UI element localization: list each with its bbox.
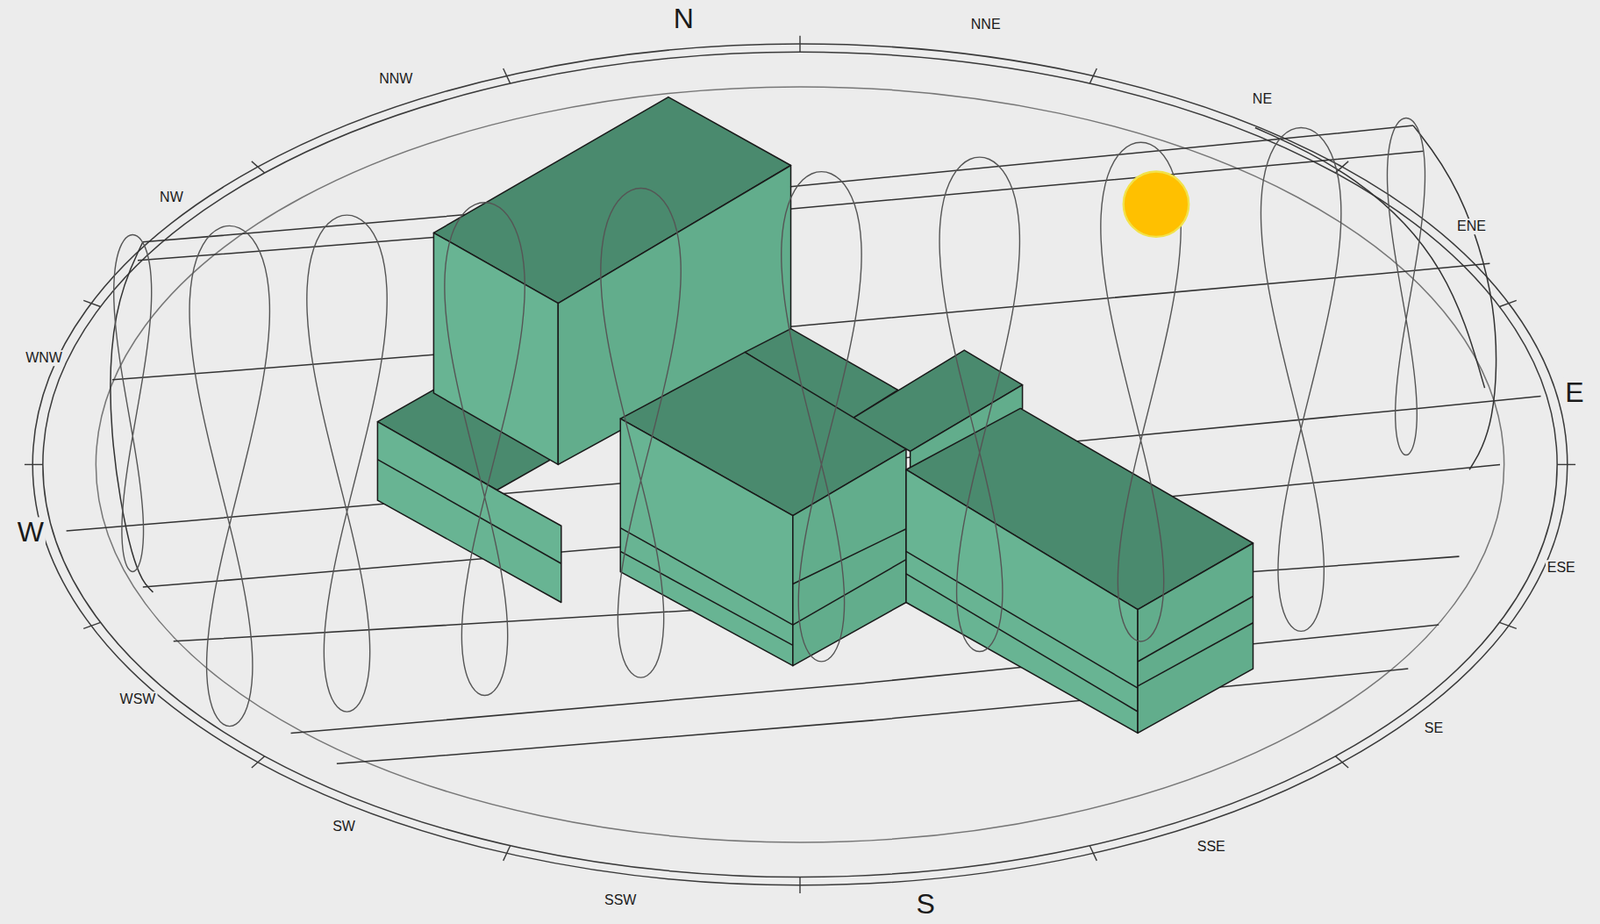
compass-label: N (671, 3, 696, 35)
analemma-loops (114, 118, 1426, 727)
horizon-rings (32, 43, 1568, 886)
compass-label: E (1563, 377, 1586, 408)
compass-ticks (24, 35, 1576, 893)
facade (792, 449, 907, 666)
facade (906, 469, 1138, 733)
compass-label: WSW (118, 691, 158, 708)
compass-tick (503, 68, 511, 84)
compass-tick (251, 756, 265, 768)
compass-label: NNW (377, 71, 415, 87)
sun-path-line (291, 624, 1440, 733)
analemma-loop (114, 235, 152, 572)
sun (1123, 171, 1189, 236)
compass-tick (1557, 464, 1576, 465)
analemma-loop (444, 202, 525, 696)
compass-tick (1499, 621, 1516, 629)
compass-label: WNW (23, 350, 65, 367)
sun-path-cap (1255, 127, 1486, 388)
compass-tick (799, 35, 800, 53)
analemma-loop (600, 187, 681, 678)
compass-label: W (15, 517, 46, 549)
horizon-ring (42, 51, 1558, 877)
compass-tick (1499, 300, 1516, 307)
compass-tick (503, 845, 511, 861)
analemma-loop (781, 171, 862, 662)
compass-label: S (914, 888, 936, 920)
floor-line (906, 573, 1138, 712)
building-massing (377, 97, 1253, 734)
floor-line (1137, 622, 1253, 686)
facade (1137, 542, 1253, 733)
compass-label: NE (1250, 91, 1274, 108)
floor-line (620, 550, 793, 645)
facade (433, 232, 558, 465)
compass-tick (1335, 756, 1349, 768)
compass-label: SSW (602, 892, 638, 908)
floor-line (377, 459, 561, 565)
compass-label: NNE (969, 16, 1003, 33)
floor-line (792, 528, 907, 585)
sun-path-cap (1413, 125, 1496, 470)
sun-path-bands (66, 125, 1542, 764)
compass-tick (24, 464, 43, 465)
facade (620, 418, 793, 666)
compass-label: ESE (1545, 559, 1578, 576)
compass-tick (1089, 68, 1097, 84)
compass-label: SE (1422, 720, 1445, 736)
compass-label: SW (330, 819, 358, 836)
analemma-loop (939, 157, 1020, 651)
compass-tick (83, 621, 100, 629)
horizon-ring (32, 43, 1568, 886)
compass-tick (83, 300, 100, 307)
compass-label: NW (157, 189, 186, 206)
compass-tick (1089, 845, 1097, 861)
analemma-loop (1386, 118, 1425, 456)
floor-line (792, 559, 907, 625)
compass-tick (251, 161, 265, 173)
analemma-loop (307, 214, 387, 712)
analemma-loop (1260, 128, 1341, 632)
sun-path-cap (110, 242, 154, 593)
floor-line (620, 528, 793, 626)
horizon-ring (95, 86, 1504, 843)
compass-label: ENE (1455, 219, 1488, 236)
analemma-loop (189, 225, 270, 726)
compass-label: SSE (1195, 838, 1228, 855)
sun-path-line (336, 668, 1408, 764)
compass-tick (799, 876, 800, 893)
floor-line (906, 550, 1138, 688)
